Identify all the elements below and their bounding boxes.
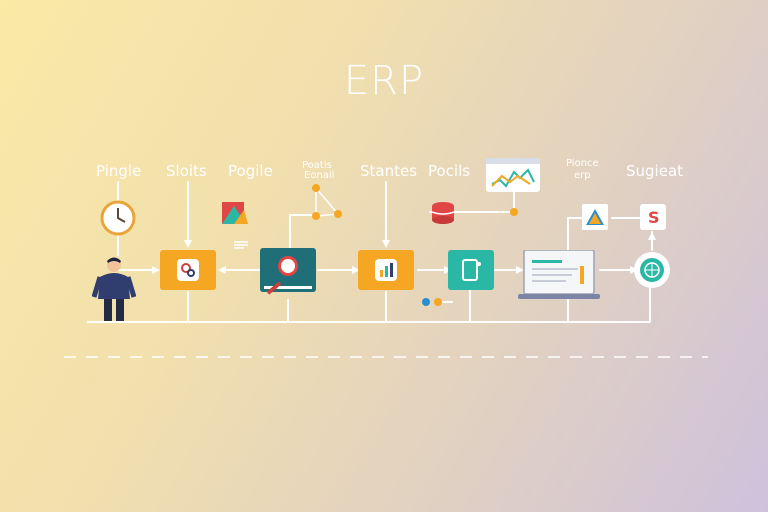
line-chart-window[interactable] xyxy=(486,158,540,192)
label-sugieat: Sugieat xyxy=(626,162,684,180)
tablet-icon xyxy=(462,259,481,281)
label-eonail: Eonail xyxy=(304,170,335,181)
label-stantes: Stantes xyxy=(360,162,418,180)
gears-icon xyxy=(177,259,199,281)
dollar-icon[interactable]: S xyxy=(640,204,666,230)
person-icon xyxy=(91,255,137,321)
process-box-3[interactable] xyxy=(448,250,494,290)
page-title: ERP xyxy=(343,58,425,104)
clock-icon xyxy=(100,200,136,236)
label-pionce: Pionce xyxy=(566,158,599,169)
line-chart-icon xyxy=(486,158,540,188)
globe-icon xyxy=(640,258,664,282)
warning-icon xyxy=(582,204,608,230)
label-pocils: Pocils xyxy=(428,162,471,180)
label-pogile: Pogile xyxy=(228,162,273,180)
document-icon xyxy=(220,200,250,226)
bar-chart-icon xyxy=(375,259,397,281)
label-pingle: Pingle xyxy=(96,162,142,180)
search-screen[interactable] xyxy=(260,248,316,292)
process-box-2[interactable] xyxy=(358,250,414,290)
list-icon xyxy=(234,236,250,249)
svg-text:S: S xyxy=(648,208,660,227)
screen-base xyxy=(264,286,312,289)
database-icon xyxy=(428,200,458,226)
label-poatis: Poatis xyxy=(302,160,332,171)
timeline-dashes xyxy=(64,356,708,358)
label-sloits: Sloits xyxy=(166,162,207,180)
label-erp: erp xyxy=(574,170,591,181)
globe-node[interactable] xyxy=(634,252,670,288)
laptop-icon[interactable] xyxy=(518,249,600,302)
process-box-1[interactable] xyxy=(160,250,216,290)
magnifier-icon xyxy=(278,256,298,276)
